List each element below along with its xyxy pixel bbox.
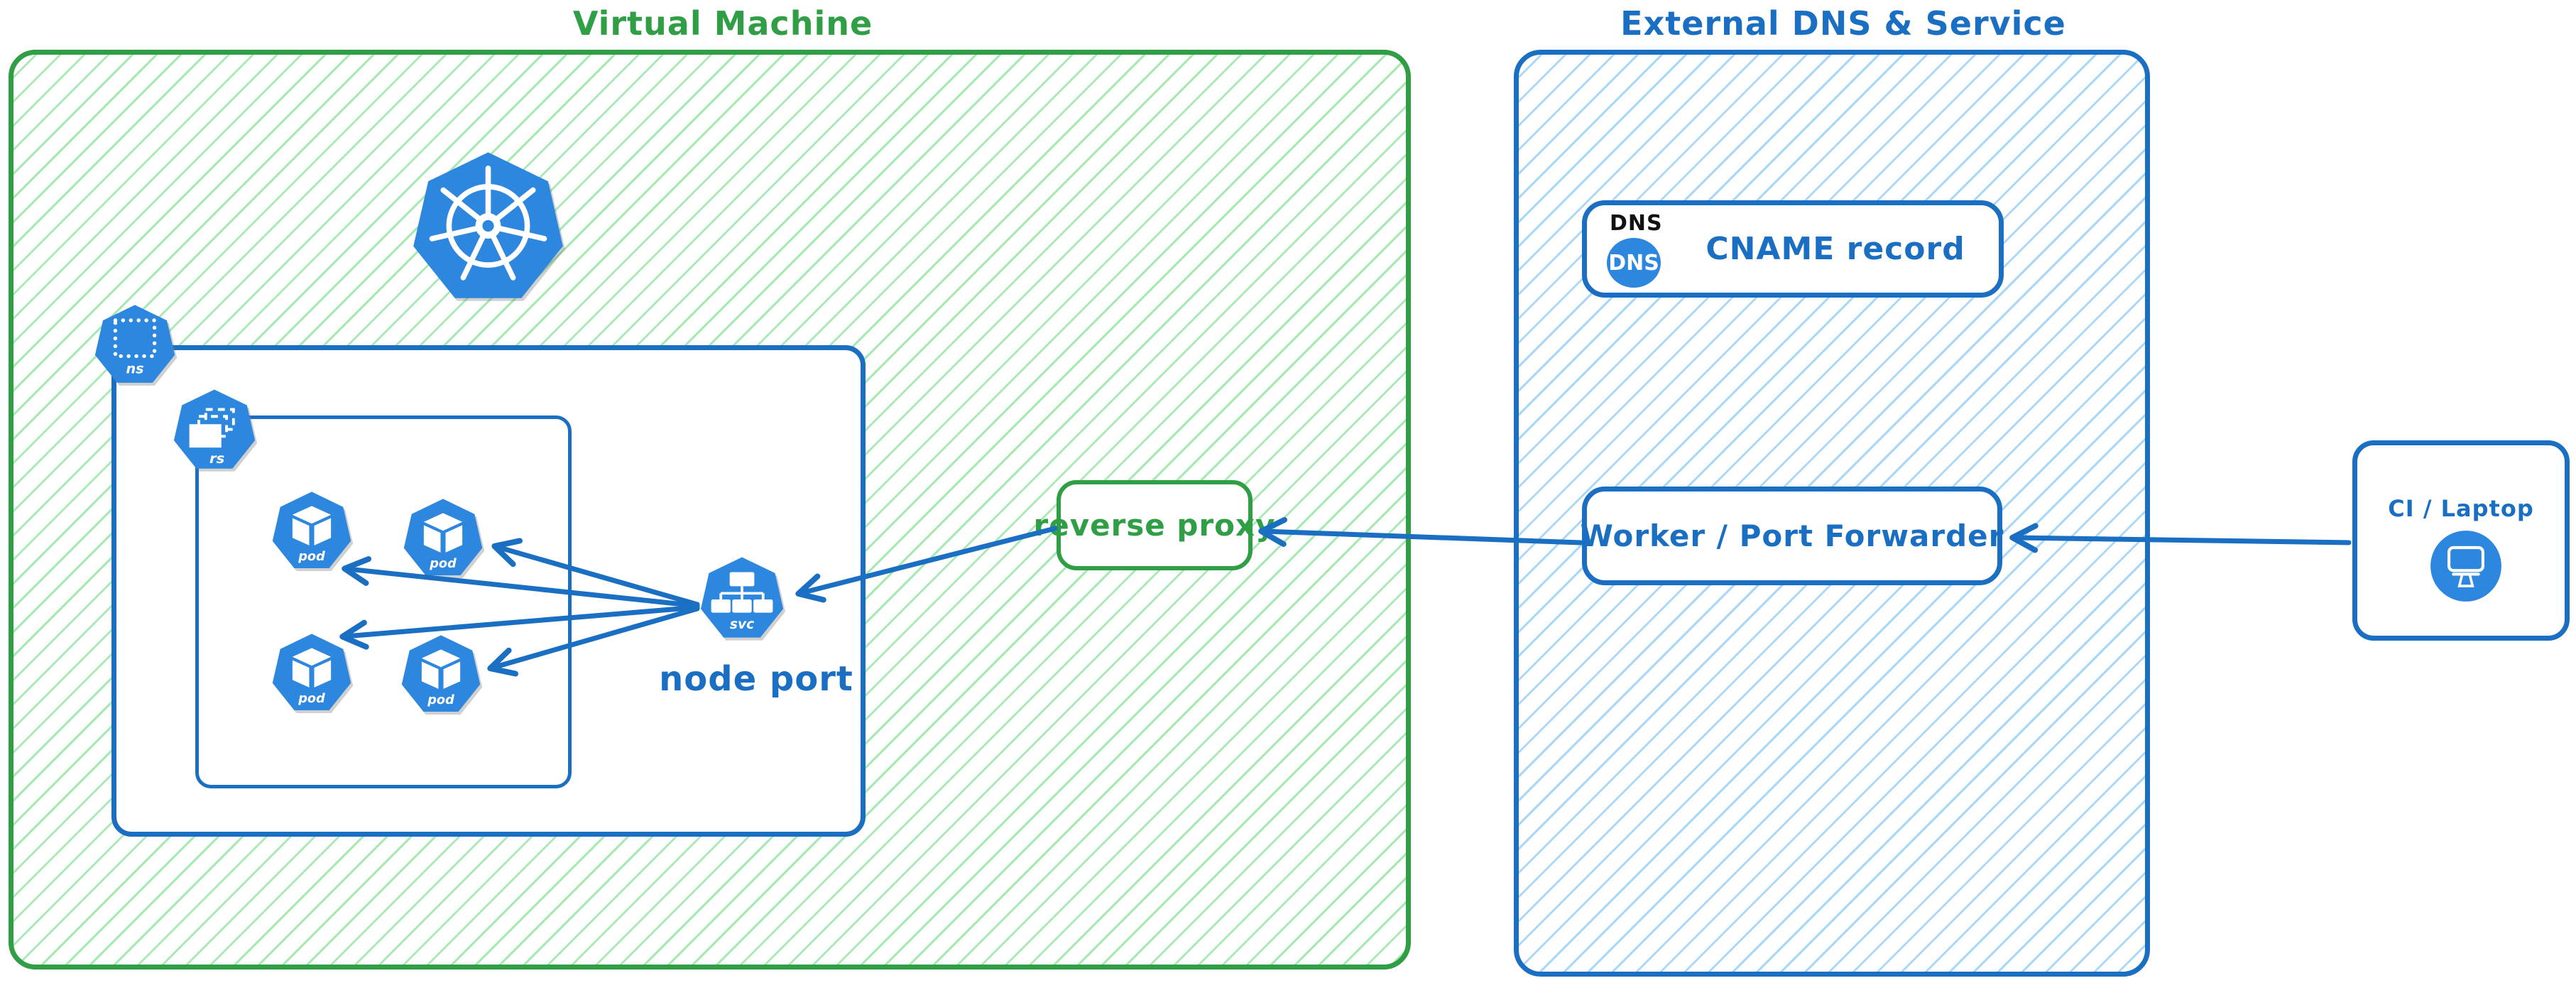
svg-text:ns: ns <box>126 360 143 376</box>
svg-text:pod: pod <box>429 557 457 571</box>
vm-zone-title: Virtual Machine <box>572 4 873 43</box>
dns-tag-label: DNS <box>1610 211 1663 236</box>
pod-icon-4: pod <box>401 635 481 712</box>
worker-label: Worker / Port Forwarder <box>1580 518 2004 553</box>
pod-icon-3: pod <box>272 634 351 710</box>
svg-text:rs: rs <box>209 450 224 467</box>
replicaset-icon: rs <box>173 389 256 469</box>
worker-node: Worker / Port Forwarder <box>1580 487 2004 585</box>
svg-text:svc: svc <box>730 617 754 632</box>
external-zone-title: External DNS & Service <box>1620 4 2066 43</box>
node-port-label: node port <box>659 659 853 699</box>
svg-text:pod: pod <box>427 693 454 707</box>
dns-badge-label: DNS <box>1608 250 1659 276</box>
dns-badge: DNS <box>1607 238 1661 288</box>
pod-icon-1: pod <box>272 492 351 568</box>
svg-text:pod: pod <box>298 550 325 564</box>
reverse-proxy-label: reverse proxy <box>1033 508 1276 543</box>
namespace-icon: ns <box>94 305 175 383</box>
laptop-icon <box>2430 531 2501 602</box>
dns-record-node: DNS DNS CNAME record <box>1582 200 2004 298</box>
reverse-proxy-node: reverse proxy <box>1033 480 1276 570</box>
pod-icon-2: pod <box>403 499 483 575</box>
cname-record-label: CNAME record <box>1705 231 1965 267</box>
client-node: CI / Laptop <box>2352 440 2570 641</box>
service-icon: svc <box>700 557 784 638</box>
svg-text:pod: pod <box>298 692 325 706</box>
kubernetes-logo-icon <box>413 152 563 298</box>
client-label: CI / Laptop <box>2388 495 2534 522</box>
